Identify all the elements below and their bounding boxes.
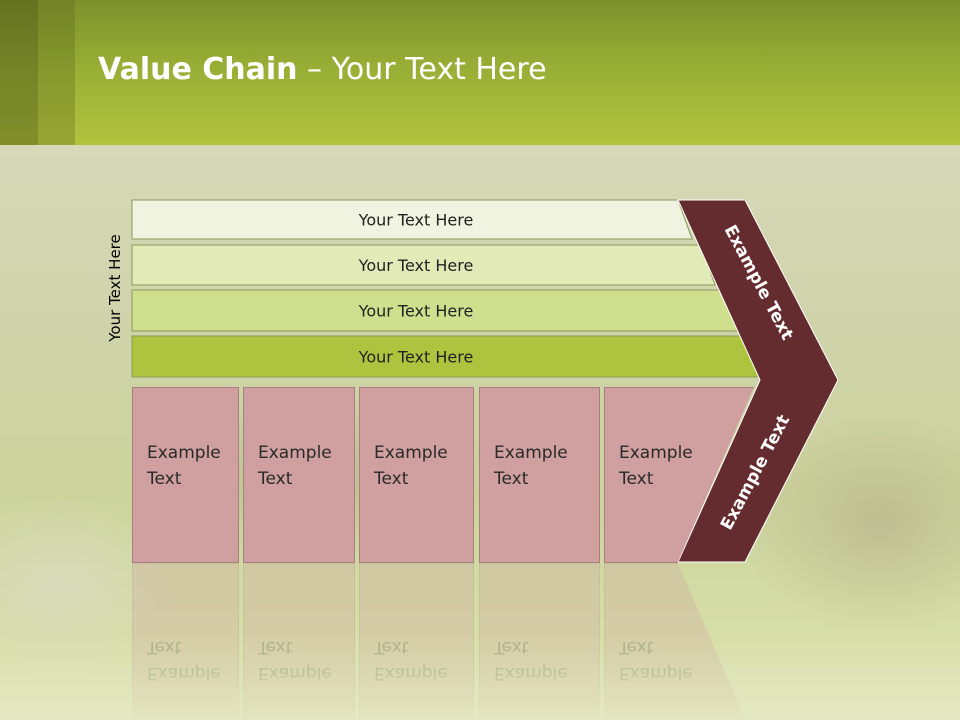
example-box-label: Example Text [374,443,448,489]
page-title: Value Chain – Your Text Here [98,52,547,87]
example-box-label: Example Text [147,443,221,489]
example-box: Example Text [359,387,474,563]
title-bold: Value Chain [98,52,298,87]
bar-label-4: Your Text Here [358,348,474,367]
example-box-label: Example Text [619,443,693,489]
header-stripe [0,0,38,145]
title-rest: – Your Text Here [297,52,547,87]
bar-label-3: Your Text Here [358,302,474,321]
example-box: Example Text [243,387,355,563]
chevron-shape [677,199,839,563]
bar-2 [131,244,716,286]
example-box-label: Example Text [494,443,568,489]
example-box: Example Text [479,387,600,563]
example-box: Example Text [132,387,239,563]
bar-label-2: Your Text Here [358,256,474,275]
header-stripe [38,0,75,145]
header-band [0,0,960,145]
example-box-label: Example Text [258,443,332,489]
bar-1 [131,199,693,240]
bar-label-1: Your Text Here [358,211,474,230]
